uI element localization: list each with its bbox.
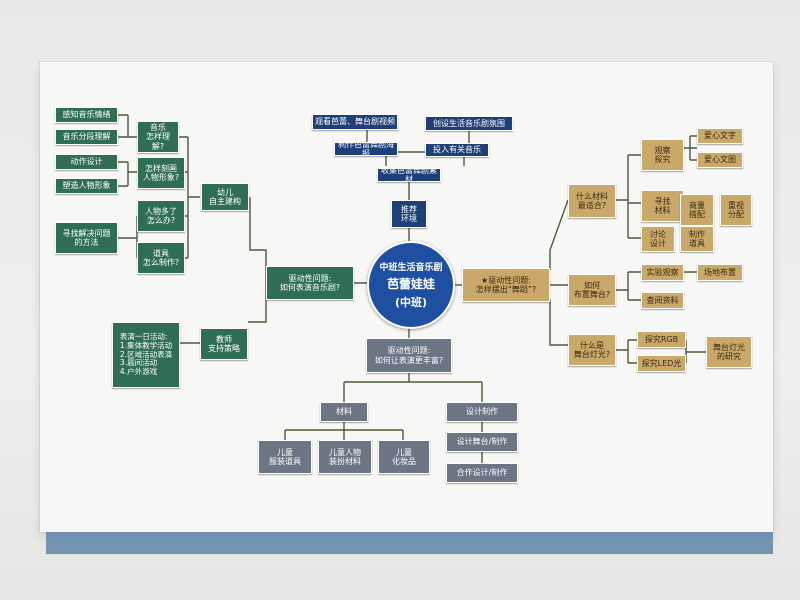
left-q-music-node: 音乐 怎样理解?	[137, 121, 179, 153]
left-q-props-node: 道具 怎么制作?	[137, 242, 185, 274]
right-led-node: 探究LED光	[637, 355, 686, 372]
left-a-shape-node: 塑造人物形象	[55, 178, 118, 194]
top-ambience-node: 创设生活音乐剧氛围	[425, 116, 513, 131]
left-a-motion-node: 动作设计	[55, 154, 118, 170]
board-edge	[46, 532, 773, 554]
right-love-image-node: 爱心文图	[697, 152, 743, 168]
right-discuss-design-node: 讨论 设计	[641, 226, 675, 252]
right-love-text-node: 爱心文字	[697, 128, 743, 144]
left-q-character-node: 怎样刻画 人物形象?	[137, 157, 185, 189]
top-poster-node: 制作芭蕾舞剧海报	[334, 142, 398, 156]
right-rgb-node: 探究RGB	[637, 331, 686, 348]
right-make-props-node: 制作 道具	[680, 226, 714, 252]
left-a-sections-node: 音乐分段理解	[55, 129, 118, 145]
left-strategy-node: 表演一日活动: 1.集体教学活动 2.区域活动表演 3.晨间活动 4.户外游戏	[112, 322, 180, 388]
left-main-question-node: 驱动性问题: 如何表演音乐剧?	[266, 266, 354, 300]
bottom-stage-design-node: 设计舞台/制作	[446, 432, 518, 452]
right-main-question-node: ★驱动性问题: 怎样摆出“舞蹈”?	[462, 268, 550, 302]
right-allocate-node: 重视 分配	[720, 194, 752, 226]
bottom-design-node: 设计制作	[446, 402, 518, 422]
bottom-dressup-node: 儿童人物 装扮材料	[318, 440, 372, 474]
top-collect-node: 收集芭蕾舞剧素材	[377, 168, 441, 182]
right-lighting-question-node: 什么是 舞台灯光?	[568, 334, 616, 366]
top-watch-node: 观看芭蕾、舞台剧视频	[312, 114, 398, 130]
center-title-line1: 中班生活音乐剧	[379, 263, 443, 273]
bottom-materials-node: 材料	[320, 402, 368, 422]
top-hub-node: 推荐 环境	[391, 200, 427, 228]
bottom-makeup-node: 儿童 化妆品	[378, 440, 430, 474]
top-music-node: 投入有关音乐	[425, 143, 489, 157]
bottom-co-design-node: 合作设计/制作	[446, 463, 518, 483]
right-discuss-pair-node: 商量 搭配	[680, 194, 714, 226]
left-q-crowd-node: 人物多了 怎么办?	[137, 200, 185, 232]
right-research-node: 查阅资料	[641, 292, 684, 309]
center-title-line2: 芭蕾娃娃	[386, 277, 435, 291]
right-experiment-node: 实验观察	[641, 264, 684, 281]
center-title-line3: (中班)	[394, 296, 428, 309]
right-venue-node: 场地布置	[697, 264, 743, 281]
left-child-build-node: 幼儿 自主建构	[201, 183, 249, 211]
left-teacher-support-node: 教师 支持策略	[200, 328, 248, 360]
right-stage-question-node: 如何 布置舞台?	[568, 274, 616, 306]
bottom-costume-node: 儿童 服装道具	[258, 440, 312, 474]
right-find-material-node: 寻找 材料	[641, 190, 684, 222]
right-observe-node: 观察 探究	[641, 139, 684, 171]
center-title-node: 中班生活音乐剧 芭蕾娃娃 (中班)	[367, 241, 455, 329]
left-a-emotion-node: 感知音乐情绪	[55, 107, 118, 123]
right-lighting-study-node: 舞台灯光 的研究	[706, 336, 752, 368]
bottom-main-question-node: 驱动性问题: 如何让表演更丰富?	[366, 338, 452, 373]
right-materials-question-node: 什么材料 最适合?	[568, 184, 616, 218]
left-a-solve-node: 寻找解决问题 的方法	[55, 222, 118, 254]
